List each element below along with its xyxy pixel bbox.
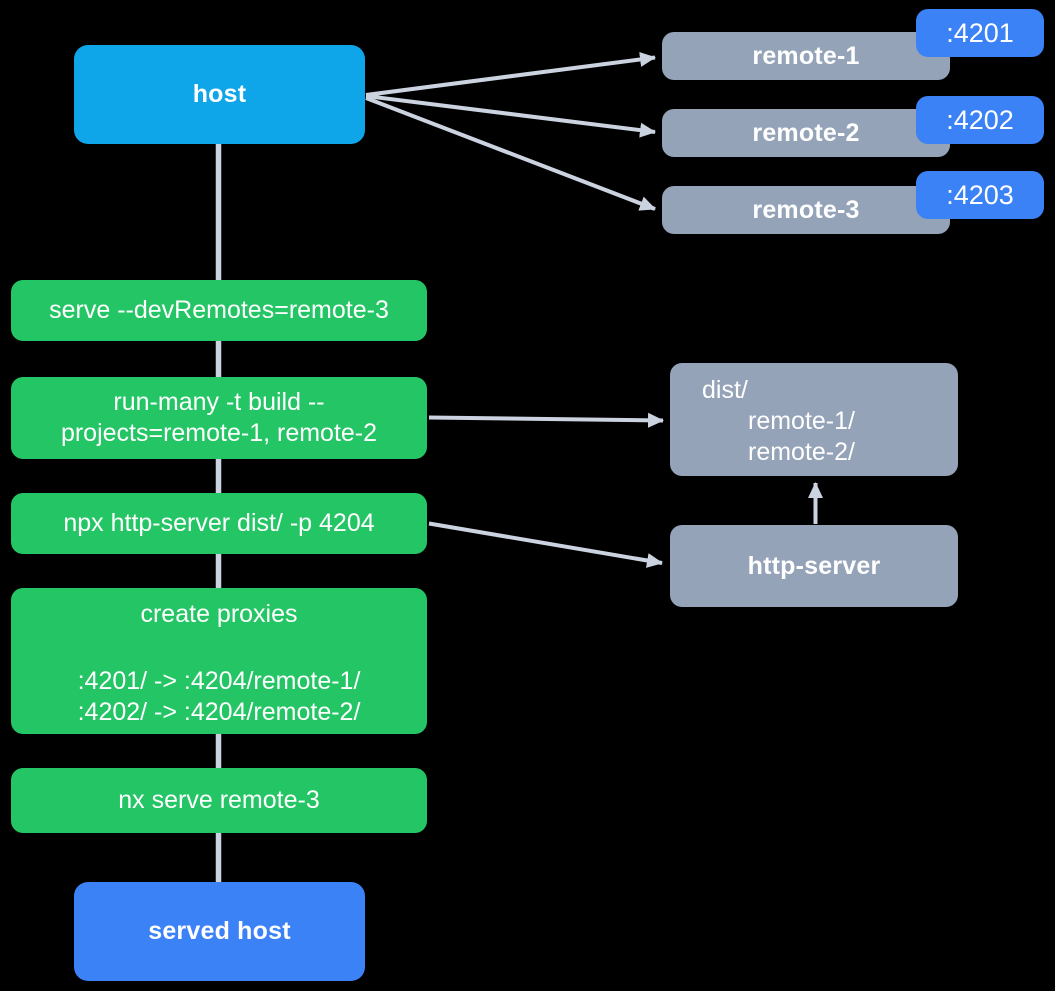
remote-2-label: remote-2 xyxy=(752,118,860,147)
served-host-label: served host xyxy=(148,917,291,945)
step-http-command-text: npx http-server dist/ -p 4204 xyxy=(63,509,375,537)
step-serve-node: serve --devRemotes=remote-3 xyxy=(11,280,427,341)
port-badge-4202: :4202 xyxy=(916,96,1044,144)
arrow-host-remote-1 xyxy=(365,51,656,97)
step-proxies-rule-2: :4202/ -> :4204/remote-2/ xyxy=(77,698,361,726)
arrow-httpcmd-server xyxy=(428,521,663,568)
remote-3-label: remote-3 xyxy=(752,195,860,224)
remote-1-node: remote-1 xyxy=(662,32,950,80)
http-server-label: http-server xyxy=(747,551,881,580)
arrow-build-dist xyxy=(428,412,664,428)
dist-folder-node: dist/ remote-1/ remote-2/ xyxy=(670,363,958,476)
step-build-line-2: projects=remote-1, remote-2 xyxy=(60,419,378,447)
step-build-line-1: run-many -t build -- xyxy=(113,388,325,416)
port-badge-4203: :4203 xyxy=(916,171,1044,219)
step-build-node: run-many -t build -- projects=remote-1, … xyxy=(11,377,427,459)
step-http-command-node: npx http-server dist/ -p 4204 xyxy=(11,493,427,554)
dist-remote-1-line: remote-1/ xyxy=(748,407,855,435)
remote-3-node: remote-3 xyxy=(662,186,950,234)
served-host-node: served host xyxy=(74,882,365,981)
remote-2-node: remote-2 xyxy=(662,109,950,157)
arrow-host-remote-2 xyxy=(365,94,656,138)
port-4202-text: :4202 xyxy=(946,104,1014,135)
dist-root-line: dist/ xyxy=(702,376,748,404)
remote-1-label: remote-1 xyxy=(752,41,860,70)
arrow-host-remote-3 xyxy=(365,96,656,211)
step-proxies-node: create proxies :4201/ -> :4204/remote-1/… xyxy=(11,588,427,734)
http-server-node: http-server xyxy=(670,525,958,607)
port-4201-text: :4201 xyxy=(946,17,1014,48)
host-node: host xyxy=(74,45,365,144)
step-serve-text: serve --devRemotes=remote-3 xyxy=(49,296,389,324)
port-badge-4201: :4201 xyxy=(916,9,1044,57)
step-proxies-title: create proxies xyxy=(140,600,298,628)
host-label: host xyxy=(192,80,247,108)
step-nx-serve-node: nx serve remote-3 xyxy=(11,768,427,833)
step-nx-serve-text: nx serve remote-3 xyxy=(118,786,320,814)
step-proxies-rule-1: :4201/ -> :4204/remote-1/ xyxy=(77,667,361,695)
dist-remote-2-line: remote-2/ xyxy=(748,438,855,466)
port-4203-text: :4203 xyxy=(946,179,1014,210)
